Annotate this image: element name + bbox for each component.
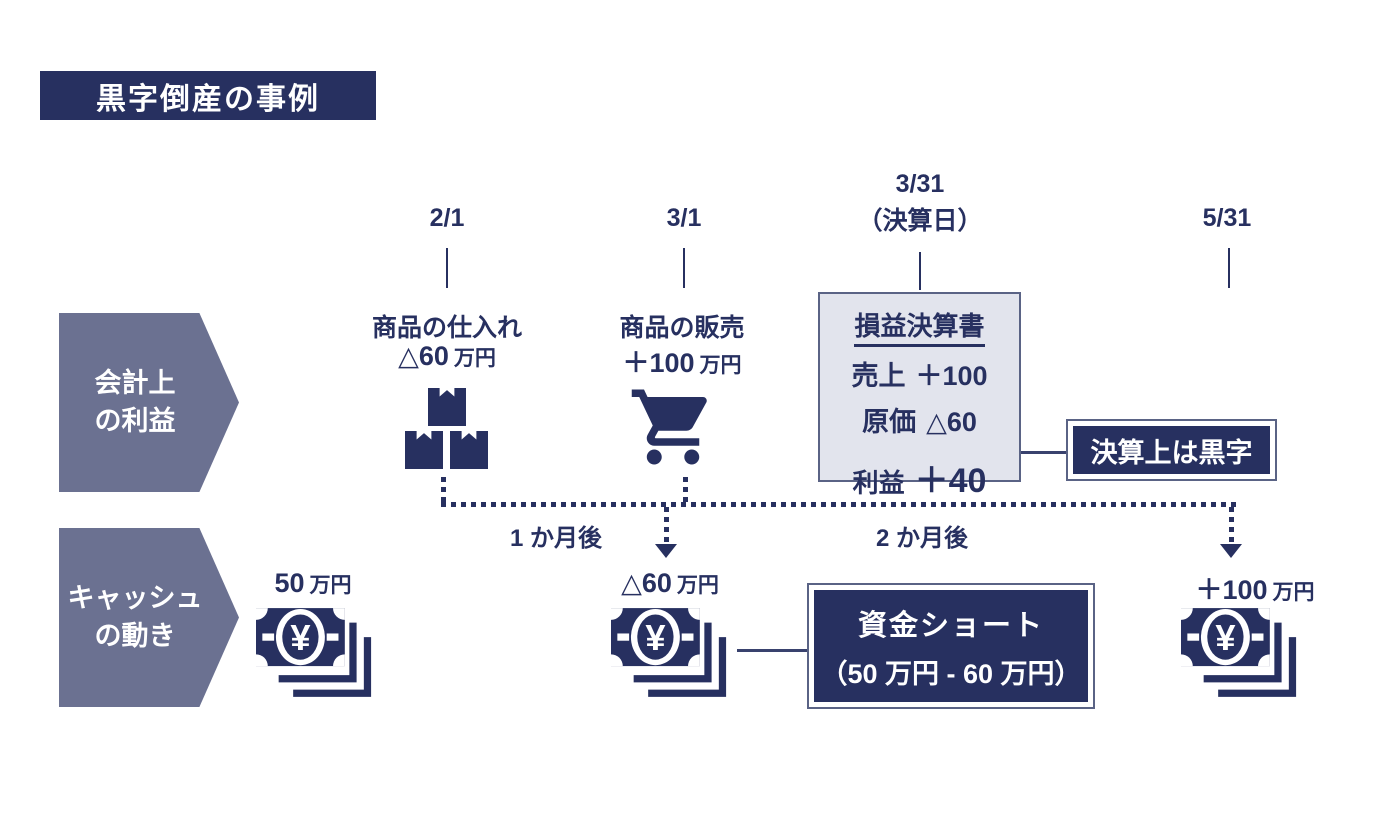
sale-amount-number: ＋100 [622,348,695,378]
cash-inflow-unit: 万円 [1272,581,1315,604]
pl-cost-row: 原価 △60 [862,400,977,439]
purchase-amount: △60 万円 [347,341,547,372]
outflow-to-shortage-connector [737,649,807,652]
dotted-arrow-shaft-inflow [1229,507,1234,545]
cash-inflow-amount: ＋100 万円 [1155,568,1355,607]
timeline-date-mar31: 3/31 （決算日） [820,170,1020,237]
cash-shortage-box: 資金ショート （50 万円 - 60 万円） [807,583,1095,709]
timeline-date-mar31-sublabel: （決算日） [857,207,983,235]
pl-sales-label: 売上 [851,361,906,391]
surplus-note-box: 決算上は黒字 [1066,419,1277,481]
pl-sales-row: 売上 ＋100 [851,354,987,393]
row-label-accounting-line2: の利益 [94,405,176,436]
pl-profit-row: 利益 ＋40 [853,453,987,502]
dotted-drop-purchase [441,477,446,504]
cash-outflow-amount: △60 万円 [570,568,770,599]
timeline-date-mar1: 3/1 [666,204,702,232]
money-icon [256,608,372,697]
surplus-note-label: 決算上は黒字 [1073,426,1270,474]
arrow-down-icon [1220,544,1242,558]
pl-statement-title: 損益決算書 [854,306,985,347]
sale-title: 商品の販売 [619,314,745,342]
row-label-cash-line2: の動き [94,620,176,651]
cash-inflow-number: ＋100 [1195,575,1268,605]
sale-amount-unit: 万円 [699,354,742,377]
cash-start-amount: 50 万円 [213,568,413,599]
duration-one-month: 1 か月後 [509,525,602,552]
page-title: 黒字倒産の事例 [40,71,376,120]
purchase-amount-number: △60 [398,341,449,371]
tick-feb1 [446,248,448,288]
pl-to-surplus-connector [1021,451,1066,454]
tick-mar1 [683,248,685,288]
tick-mar31 [919,252,921,290]
dotted-arrow-shaft-outflow [664,507,669,545]
row-label-accounting-profit: 会計上 の利益 [59,313,239,492]
cash-start-unit: 万円 [309,574,352,597]
row-label-cash-line1: キャッシュ [67,582,203,613]
money-icon [611,608,727,697]
row-label-cash-movement: キャッシュ の動き [59,528,239,707]
pl-statement-box: 損益決算書 売上 ＋100 原価 △60 利益 ＋40 [818,292,1021,500]
dotted-drop-sale [683,477,688,504]
pl-profit-value: ＋40 [914,462,987,500]
duration-two-months: 2 か月後 [875,525,968,552]
cash-outflow-number: △60 [621,568,672,598]
cash-start-number: 50 [274,568,305,598]
pl-cost-value: △60 [926,407,977,437]
cash-shortage-detail: （50 万円 - 60 万円） [820,658,1082,689]
timeline-date-may31: 5/31 [1202,204,1252,232]
cash-outflow-unit: 万円 [676,574,719,597]
timeline-date-feb1: 2/1 [429,204,465,232]
dotted-timeline [441,502,1236,507]
arrow-down-icon [655,544,677,558]
pl-cost-label: 原価 [862,407,917,437]
pl-profit-label: 利益 [852,468,905,498]
cash-shortage-inner: 資金ショート （50 万円 - 60 万円） [814,590,1088,702]
purchase-title: 商品の仕入れ [371,314,522,342]
boxes-icon [397,388,497,470]
pl-sales-value: ＋100 [915,361,988,391]
money-icon [1181,608,1297,697]
tick-may31 [1228,248,1230,288]
purchase-amount-unit: 万円 [453,347,496,370]
cart-icon [631,389,707,465]
row-label-accounting-line1: 会計上 [94,367,176,398]
sale-amount: ＋100 万円 [582,341,782,380]
timeline-date-mar31-label: 3/31 [895,170,945,198]
cash-shortage-title: 資金ショート [857,609,1044,642]
